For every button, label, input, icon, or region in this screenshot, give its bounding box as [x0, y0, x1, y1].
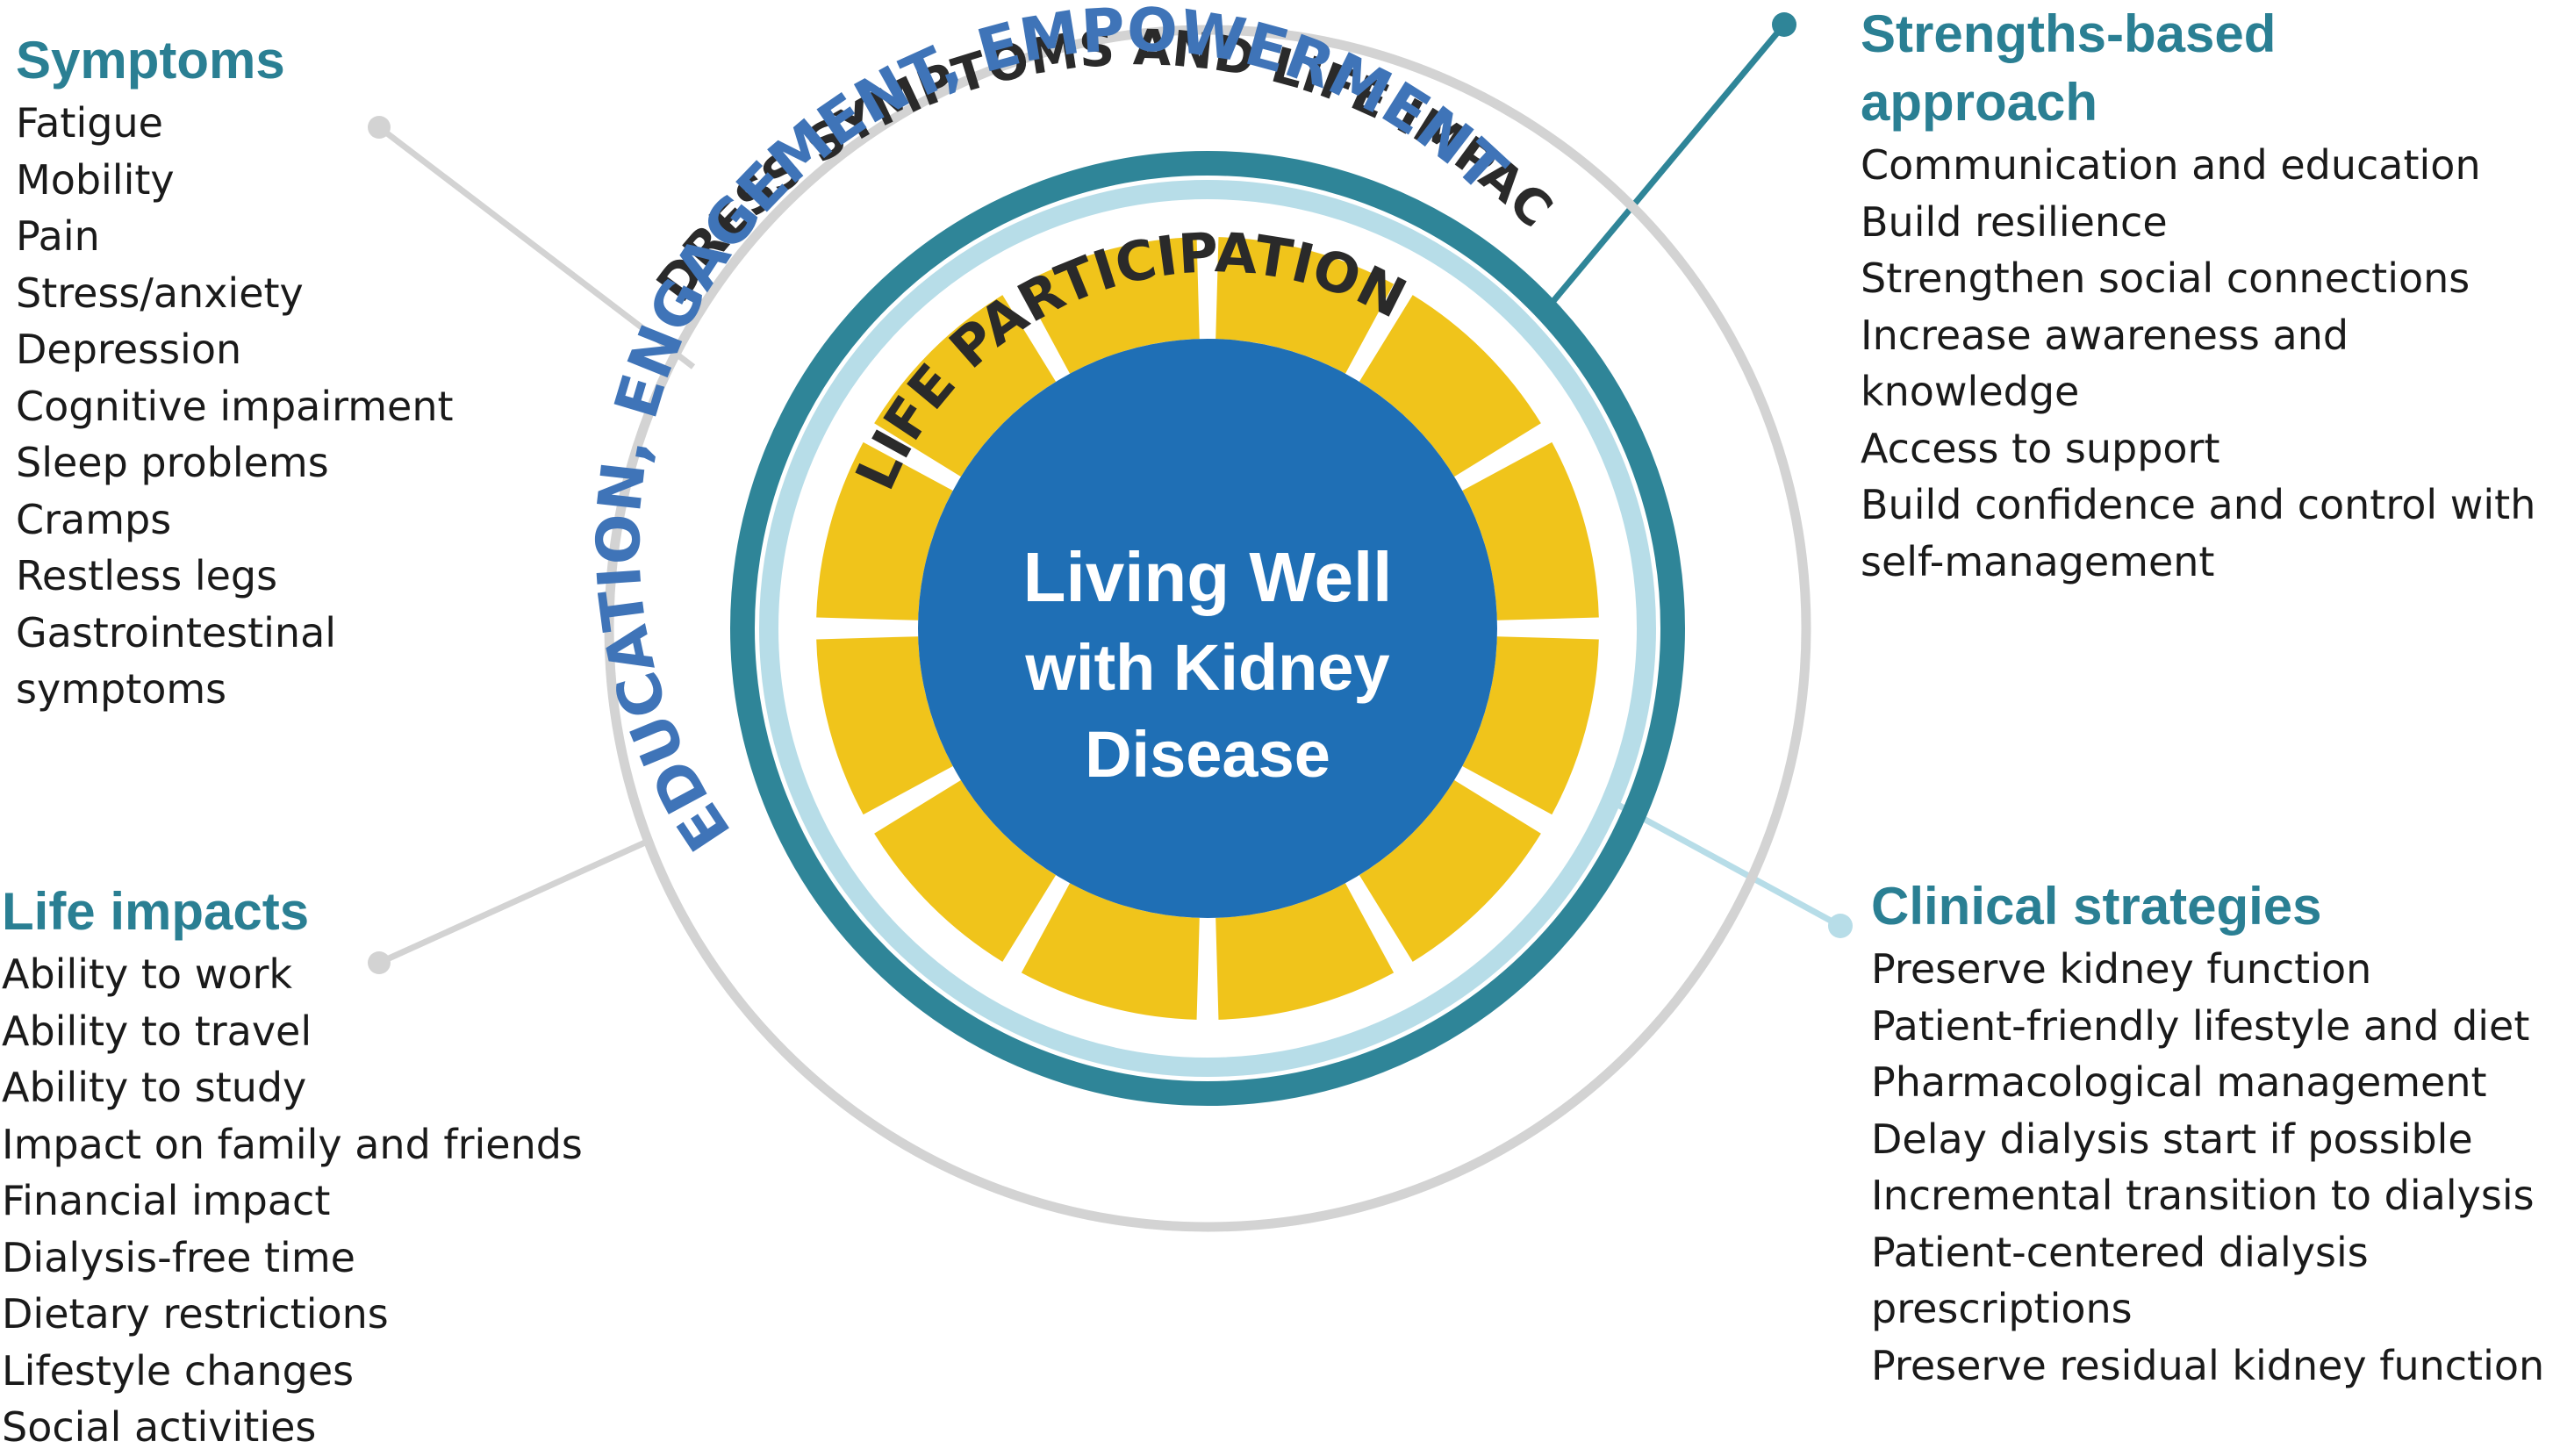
- symptom-item: Mobility: [16, 155, 175, 204]
- inner-ring: [759, 180, 1656, 1077]
- segment-ring: [816, 237, 1599, 1020]
- life-impact-item: Ability to travel: [2, 1007, 312, 1055]
- ring-segment: [1359, 779, 1541, 962]
- life-impacts-title: Life impacts: [2, 882, 310, 941]
- ring-segment: [1215, 237, 1395, 374]
- clinical-item: Patient-friendly lifestyle and diet: [1871, 1001, 2530, 1050]
- clinical-connector-line: [1613, 800, 1842, 929]
- strengths-connector-line: [1542, 22, 1787, 314]
- ring-segment: [816, 441, 953, 620]
- symptoms-connector-dot: [368, 116, 391, 139]
- symptom-item: Sleep problems: [16, 439, 329, 486]
- strength-item: Increase awareness and: [1861, 311, 2349, 359]
- ring-segment: [874, 779, 1057, 962]
- clinical-connector-dot: [1828, 914, 1853, 938]
- life-impact-item: Ability to work: [2, 950, 293, 998]
- strength-item: Strengthen social connections: [1861, 255, 2470, 302]
- outer-ring: [604, 25, 1811, 1232]
- life-impact-item: Social activities: [2, 1403, 317, 1451]
- strengths-title-line-2: approach: [1861, 73, 2098, 132]
- life-impacts-connector-line: [377, 839, 647, 966]
- life-impact-item: Ability to study: [2, 1064, 307, 1111]
- symptom-item: Pain: [16, 212, 100, 260]
- strength-item: Build resilience: [1861, 197, 2168, 246]
- clinical-list: Preserve kidney function Patient-friendl…: [1871, 941, 2544, 1394]
- symptom-item: Cramps: [16, 495, 172, 543]
- clinical-item: Preserve kidney function: [1871, 945, 2372, 993]
- life-impact-item: Financial impact: [2, 1177, 331, 1224]
- strengths-list: Communication and education Build resili…: [1861, 137, 2535, 590]
- clinical-item: Delay dialysis start if possible: [1871, 1115, 2473, 1163]
- ring-segment: [1462, 636, 1599, 815]
- clinical-item: prescriptions: [1871, 1285, 2133, 1332]
- symptoms-connector-line: [376, 125, 696, 369]
- center-title-line-3: Disease: [1085, 718, 1330, 791]
- life-impacts-panel: Life impacts Ability to work Ability to …: [2, 878, 583, 1456]
- ring-segment: [874, 295, 1057, 477]
- life-impact-item: Lifestyle changes: [2, 1346, 355, 1395]
- symptoms-panel: Symptoms Fatigue Mobility Pain Stress/an…: [16, 26, 454, 718]
- middle-ring: [730, 151, 1685, 1106]
- clinical-item: Incremental transition to dialysis: [1871, 1172, 2535, 1219]
- strength-item: knowledge: [1861, 368, 2080, 415]
- life-impacts-list: Ability to work Ability to travel Abilit…: [2, 946, 583, 1456]
- clinical-item: Preserve residual kidney function: [1871, 1341, 2545, 1389]
- symptom-item: Cognitive impairment: [16, 382, 454, 430]
- strength-item: Access to support: [1861, 424, 2220, 472]
- strengths-title-line-1: Strengths-based: [1861, 4, 2277, 63]
- symptom-item: symptoms: [16, 665, 227, 713]
- symptoms-list: Fatigue Mobility Pain Stress/anxiety Dep…: [16, 95, 454, 718]
- clinical-title: Clinical strategies: [1871, 877, 2322, 936]
- clinical-panel: Clinical strategies Preserve kidney func…: [1871, 872, 2544, 1394]
- center-title-line-1: Living Well: [1023, 538, 1393, 616]
- clinical-item: Pharmacological management: [1871, 1058, 2487, 1106]
- strength-item: Build confidence and control with: [1861, 481, 2536, 528]
- symptom-item: Gastrointestinal: [16, 608, 337, 656]
- ring-segment: [1359, 295, 1541, 477]
- symptom-item: Restless legs: [16, 552, 278, 599]
- ring-segment: [1021, 237, 1200, 374]
- strength-item: Communication and education: [1861, 141, 2481, 189]
- ring-segment: [1021, 883, 1200, 1020]
- symptom-item: Depression: [16, 326, 242, 373]
- ring-segment: [1215, 883, 1395, 1020]
- connectors: [368, 12, 1853, 974]
- symptoms-title: Symptoms: [16, 31, 285, 90]
- life-impact-item: Dialysis-free time: [2, 1233, 355, 1281]
- symptom-item: Stress/anxiety: [16, 269, 304, 317]
- strengths-connector-dot: [1772, 12, 1796, 37]
- strength-item: self-management: [1861, 537, 2215, 585]
- ring-segment: [1462, 441, 1599, 620]
- life-impact-item: Impact on family and friends: [2, 1120, 583, 1168]
- life-impact-item: Dietary restrictions: [2, 1290, 389, 1338]
- center-title-line-2: with Kidney: [1024, 631, 1389, 704]
- clinical-item: Patient-centered dialysis: [1871, 1228, 2369, 1276]
- life-impacts-connector-dot: [368, 951, 391, 974]
- symptom-item: Fatigue: [16, 99, 163, 147]
- center-circle: [918, 339, 1497, 918]
- ring-segment: [816, 636, 953, 815]
- strengths-panel: Strengths-based approach Communication a…: [1861, 0, 2535, 590]
